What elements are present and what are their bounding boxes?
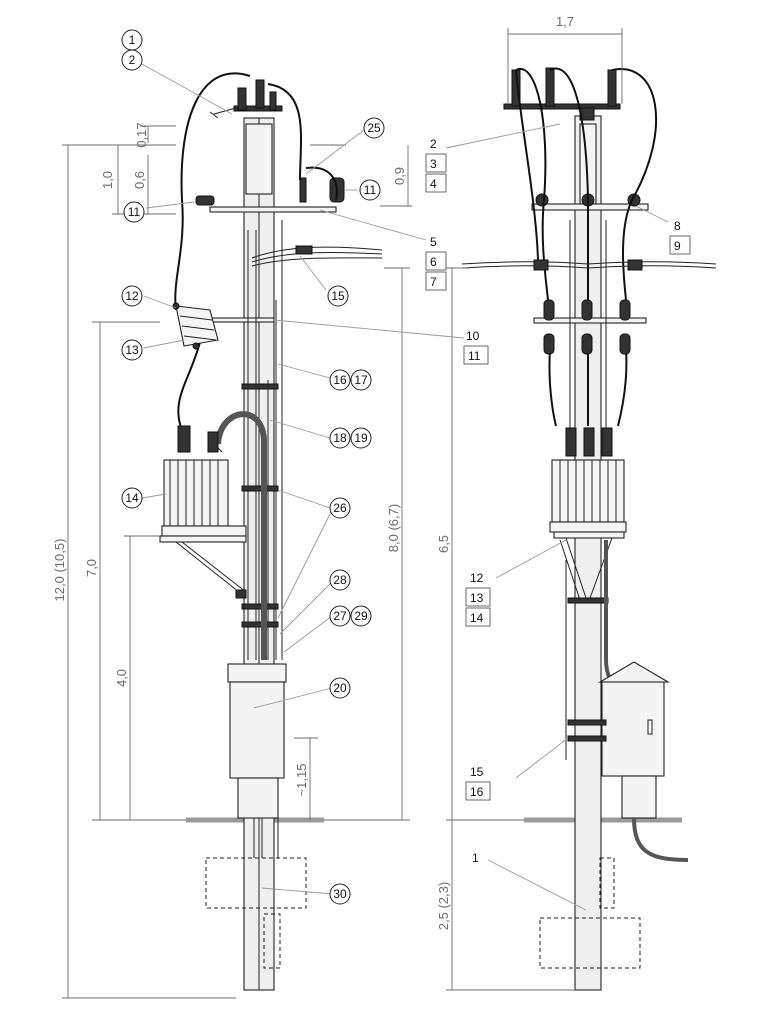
left-callout-18: 18	[329, 427, 351, 449]
svg-text:28: 28	[333, 573, 347, 587]
distribution-cabinet-right	[597, 540, 689, 862]
svg-text:16: 16	[333, 373, 347, 387]
svg-text:15: 15	[331, 289, 345, 303]
drop-insulators-right	[543, 299, 631, 355]
svg-text:11: 11	[364, 183, 377, 197]
crossarm-lower	[209, 206, 337, 213]
cable-hook	[215, 411, 267, 660]
right-dimension-lines	[446, 28, 623, 991]
left-callout-25: 25	[363, 117, 385, 139]
left-callout-26: 26	[329, 497, 351, 519]
svg-text:18: 18	[333, 431, 347, 445]
left-callout-2: 2	[121, 49, 143, 71]
dim-2-5: 2,5 (2,3)	[436, 882, 451, 930]
dim-0-17: 0,17	[134, 122, 149, 147]
left-callout-30: 30	[329, 883, 351, 905]
svg-text:14: 14	[125, 491, 139, 505]
pole-clamps	[241, 383, 279, 628]
dim-6-5: 6,5	[436, 535, 451, 553]
left-callout-19: 19	[350, 427, 372, 449]
svg-text:26: 26	[333, 501, 347, 515]
crossarm-insulators	[195, 177, 345, 206]
svg-text:29: 29	[354, 609, 368, 623]
left-callout-11a: 11	[359, 179, 381, 201]
left-callout-11b: 11	[123, 201, 145, 223]
right-label-13: 13	[470, 591, 484, 605]
left-leaders	[141, 63, 365, 895]
right-label-5: 5	[430, 235, 437, 249]
hv-wire-right	[267, 83, 303, 181]
svg-text:27: 27	[333, 609, 347, 623]
right-label-8: 8	[674, 219, 681, 233]
left-callout-16: 16	[329, 369, 351, 391]
transformer	[161, 425, 247, 537]
left-callout-29: 29	[350, 605, 372, 627]
dim-0-6: 0,6	[132, 171, 147, 189]
hv-wire-left	[174, 72, 251, 311]
left-view: 0,17 1,0 0,6 0,9 12,0 (10,5) 7,0 4,0 8,0…	[52, 29, 412, 999]
svg-text:19: 19	[354, 431, 368, 445]
left-callout-15: 15	[327, 285, 349, 307]
right-label-10: 10	[466, 329, 480, 343]
svg-text:13: 13	[125, 343, 139, 357]
right-label-4: 4	[430, 177, 437, 191]
distribution-box-left	[227, 663, 287, 858]
pole-top-cylinder	[245, 123, 273, 195]
right-label-6: 6	[430, 255, 437, 269]
right-leaders	[273, 123, 669, 911]
arrester-box	[172, 302, 219, 350]
transformer-bracket	[159, 535, 247, 599]
left-callout-14: 14	[121, 487, 143, 509]
right-label-15: 15	[470, 765, 484, 779]
svg-text:1: 1	[129, 33, 136, 47]
left-callout-20: 20	[329, 677, 351, 699]
left-callout-13: 13	[121, 339, 143, 361]
right-label-7: 7	[430, 275, 437, 289]
dim-4-0: 4,0	[114, 669, 129, 687]
left-callout-12: 12	[121, 285, 143, 307]
dim-12-0: 12,0 (10,5)	[52, 539, 67, 602]
left-dimension-lines	[62, 125, 412, 999]
right-label-3: 3	[430, 157, 437, 171]
svg-text:25: 25	[367, 121, 381, 135]
right-view: 1,7 6,5 2,5 (2,3) 2 3 4 5 6 7 8 9 10 11 …	[273, 14, 717, 991]
left-callout-17: 17	[350, 369, 372, 391]
svg-text:30: 30	[333, 887, 347, 901]
dim-0-9: 0,9	[392, 167, 407, 185]
top-crossarm-right	[503, 103, 621, 110]
right-label-2: 2	[430, 137, 437, 151]
svg-text:17: 17	[354, 373, 368, 387]
svg-text:2: 2	[129, 53, 136, 67]
horizontal-conductors	[461, 259, 717, 271]
dim-7-0: 7,0	[84, 559, 99, 577]
top-insulators	[209, 79, 277, 119]
right-label-16: 16	[470, 785, 484, 799]
anchor-block-left	[205, 857, 307, 909]
transformer-front	[549, 427, 627, 539]
right-label-11: 11	[468, 349, 481, 363]
right-label-14: 14	[470, 611, 484, 625]
dim-8-0: 8,0 (6,7)	[386, 504, 401, 552]
left-callout-1: 1	[121, 29, 143, 51]
left-callout-28: 28	[329, 569, 351, 591]
dim-1-7: 1,7	[556, 14, 574, 29]
dim-1-15: ~1,15	[294, 764, 309, 797]
svg-text:12: 12	[125, 289, 139, 303]
left-callout-27: 27	[329, 605, 351, 627]
riser-conduits	[247, 220, 283, 660]
svg-text:11: 11	[128, 205, 141, 219]
right-label-1: 1	[472, 851, 479, 865]
dim-1-0: 1,0	[100, 171, 115, 189]
right-label-9: 9	[674, 239, 681, 253]
wires-right	[515, 67, 658, 427]
conductor-right	[251, 245, 383, 267]
svg-text:20: 20	[333, 681, 347, 695]
right-label-12: 12	[470, 571, 484, 585]
anchor-block-right	[539, 917, 641, 969]
